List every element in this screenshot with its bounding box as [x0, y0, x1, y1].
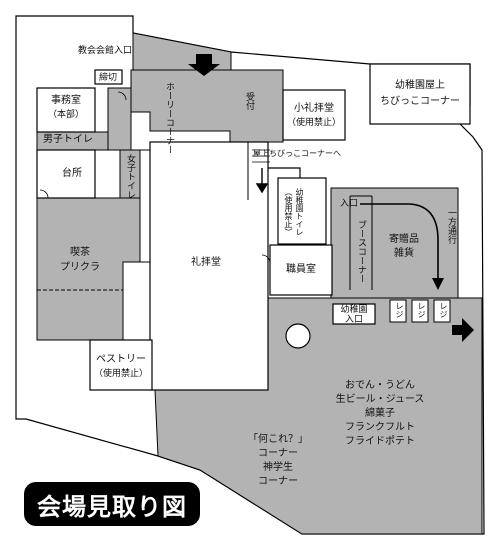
kinder-roof-label: 幼稚園屋上: [395, 80, 445, 91]
staff-room: [269, 244, 333, 296]
church-entrance-label: 教会会館入口: [77, 46, 133, 56]
kitchen-room: [36, 149, 96, 199]
mens-toilet-label: 男子トイレ: [43, 134, 93, 145]
office-corridor-area: [107, 87, 132, 151]
one-way-label: 一方通行: [446, 208, 456, 244]
what-corner-label: 「何これ？」: [248, 434, 308, 445]
food-line-5: フライドポテト: [345, 436, 415, 447]
kinder-entrance-label: 幼稚園: [340, 305, 368, 315]
food-line-2: 生ビール・ジュース: [335, 394, 425, 405]
entrance-label: 入口: [340, 199, 359, 209]
pastry-label: ペストリー: [96, 354, 146, 365]
one-way-arrow-icon: [360, 203, 444, 290]
closed-box: [94, 69, 123, 85]
closed-label: 締切: [98, 73, 118, 83]
register-1-box: [389, 299, 407, 323]
map-title-badge: 会場見取り図: [24, 482, 200, 526]
womens-toilet-label: 女子トイレ: [125, 154, 135, 199]
small-chapel-room: [282, 89, 346, 141]
to-roof-label: 屋上ちびっこコーナーへ: [253, 149, 341, 158]
register-3-box: [433, 299, 451, 323]
kinder-entrance-sub-label: 入口: [344, 315, 364, 325]
sanctuary-label: 礼拝堂: [191, 257, 221, 268]
goods-label: 雑貨: [394, 248, 414, 259]
kinder-roof-room: [369, 63, 471, 125]
cafe-label: 喫茶: [70, 247, 90, 258]
holy-corner-label: ホーリーコーナー: [164, 82, 174, 154]
seminarian-label: 神学生: [263, 462, 293, 473]
pastry-room: [89, 339, 153, 391]
what-corner-sub-label: コーナー: [258, 448, 298, 459]
kitchen-label: 台所: [62, 168, 82, 179]
register-2-box: [411, 299, 429, 323]
kinder-toilet-sub-label: （使用禁止）: [284, 188, 293, 236]
reception-label: 受付: [244, 92, 254, 110]
kinder-entrance-box: [332, 303, 376, 325]
stairs-down-arrow-icon: [255, 168, 269, 194]
register-2-label: レジ: [417, 302, 426, 318]
round-pillar: [285, 323, 311, 349]
food-line-3: 綿菓子: [365, 408, 395, 419]
small-chapel-sub-label: （使用禁止）: [286, 118, 342, 128]
roof-path-arrow-icon: [268, 167, 301, 178]
office-label: 事務室: [51, 95, 81, 106]
register-3-label: レジ: [439, 302, 448, 318]
register-1-label: レジ: [395, 302, 404, 318]
pastry-sub-label: （使用禁止）: [93, 369, 149, 379]
booth-corner-label: ブースコーナー: [356, 220, 366, 283]
side-entrance-arrow-icon: [452, 318, 474, 342]
kids-corner-label: ちびっこコーナー: [380, 96, 460, 107]
photo-booth-label: プリクラ: [60, 262, 100, 273]
holy-area: [130, 69, 284, 143]
food-line-4: フランクフルト: [345, 422, 415, 433]
entrance-arrow-icon: [188, 54, 220, 76]
kinder-toilet-room: [277, 177, 327, 245]
kinder-toilet-label: 幼稚園トイレ: [295, 188, 304, 236]
food-line-1: おでん・うどん: [345, 380, 415, 391]
seminarian-corner-label: コーナー: [258, 476, 298, 487]
donation-label: 寄贈品: [389, 234, 419, 245]
staff-room-label: 職員室: [286, 264, 316, 275]
office-sub-label: （本部）: [47, 110, 85, 120]
office-room: [36, 87, 96, 133]
small-chapel-label: 小礼拝堂: [294, 103, 334, 114]
